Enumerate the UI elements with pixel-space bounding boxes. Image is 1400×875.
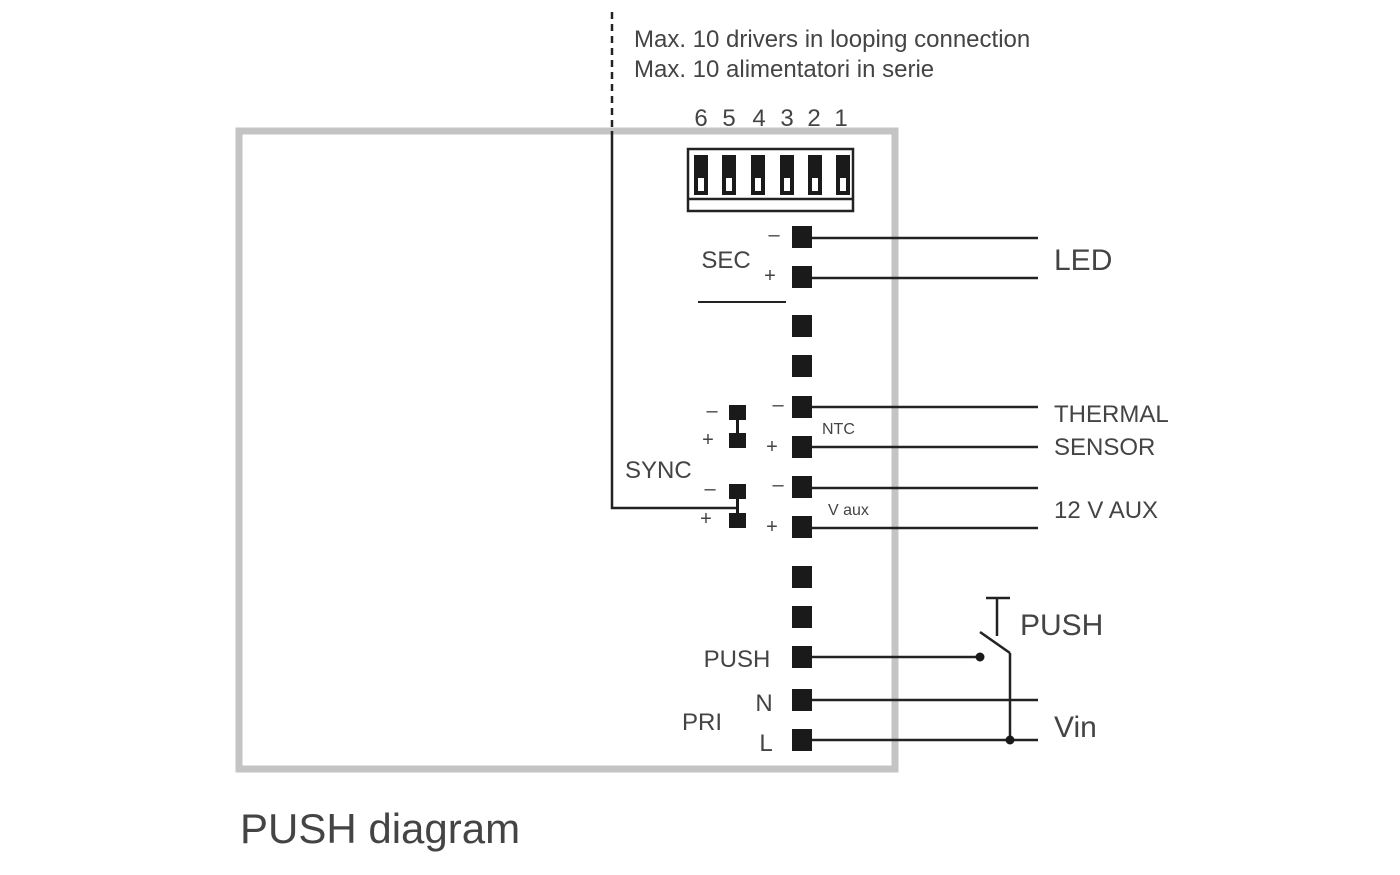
terminal-vaux-minus — [792, 476, 812, 498]
dip-number: 1 — [834, 105, 847, 132]
sync-connector-lower — [729, 484, 746, 528]
sync-lower-plus-sign: + — [700, 508, 712, 530]
pri-label: PRI — [682, 709, 722, 736]
sync-connector-upper — [729, 405, 746, 448]
sec-label: SEC — [701, 247, 750, 274]
dip-switch — [722, 155, 736, 195]
terminal-unused — [792, 315, 812, 337]
dip-numbers: 6 5 4 3 2 1 — [694, 105, 847, 132]
ntc-minus-sign: – — [772, 394, 784, 416]
terminal-sec-plus — [792, 266, 812, 288]
aux-output-label: 12 V AUX — [1054, 497, 1158, 524]
terminal-unused — [792, 606, 812, 628]
dip-switch — [808, 155, 822, 195]
dip-switch-block — [686, 147, 855, 213]
dip-number: 4 — [752, 105, 765, 132]
sync-label: SYNC — [625, 457, 692, 484]
push-button-switch — [975, 596, 1015, 745]
vaux-plus-sign: + — [766, 516, 778, 538]
terminal-vaux-plus — [792, 516, 812, 538]
sync-loop-wire — [610, 131, 738, 510]
driver-housing — [235, 127, 899, 773]
dip-number: 6 — [694, 105, 707, 132]
diagram-caption: PUSH diagram — [240, 805, 520, 852]
vaux-minus-sign: – — [772, 474, 784, 496]
dip-number: 3 — [780, 105, 793, 132]
thermal-sensor-label-line1: THERMAL — [1054, 401, 1169, 428]
note-line-2: Max. 10 alimentatori in serie — [634, 56, 934, 83]
sec-plus-sign: + — [764, 265, 776, 287]
push-output-label: PUSH — [1020, 609, 1103, 642]
thermal-sensor-label-line2: SENSOR — [1054, 434, 1155, 461]
terminal-n — [792, 689, 812, 711]
terminal-column — [792, 226, 812, 751]
terminal-sec-minus — [792, 226, 812, 248]
dip-switch — [694, 155, 708, 195]
led-output-label: LED — [1054, 244, 1112, 277]
l-label: L — [759, 730, 772, 757]
sync-lower-minus-sign: – — [704, 478, 716, 500]
vin-output-label: Vin — [1054, 711, 1097, 744]
sec-minus-sign: – — [768, 224, 780, 246]
output-wires — [812, 236, 1038, 742]
push-terminal-label: PUSH — [704, 646, 771, 673]
ntc-label: NTC — [822, 421, 855, 438]
terminal-unused — [792, 355, 812, 377]
n-label: N — [755, 690, 772, 717]
ntc-plus-sign: + — [766, 436, 778, 458]
vaux-label: V aux — [828, 502, 869, 519]
terminal-ntc-minus — [792, 396, 812, 418]
sync-upper-minus-sign: – — [706, 400, 718, 422]
dip-number: 5 — [722, 105, 735, 132]
dip-switch — [836, 155, 850, 195]
dip-switch — [780, 155, 794, 195]
terminal-ntc-plus — [792, 436, 812, 458]
dip-switch — [751, 155, 765, 195]
terminal-push — [792, 646, 812, 668]
note-line-1: Max. 10 drivers in looping connection — [634, 26, 1030, 53]
dip-number: 2 — [807, 105, 820, 132]
terminal-unused — [792, 566, 812, 588]
terminal-l — [792, 729, 812, 751]
sync-upper-plus-sign: + — [702, 429, 714, 451]
